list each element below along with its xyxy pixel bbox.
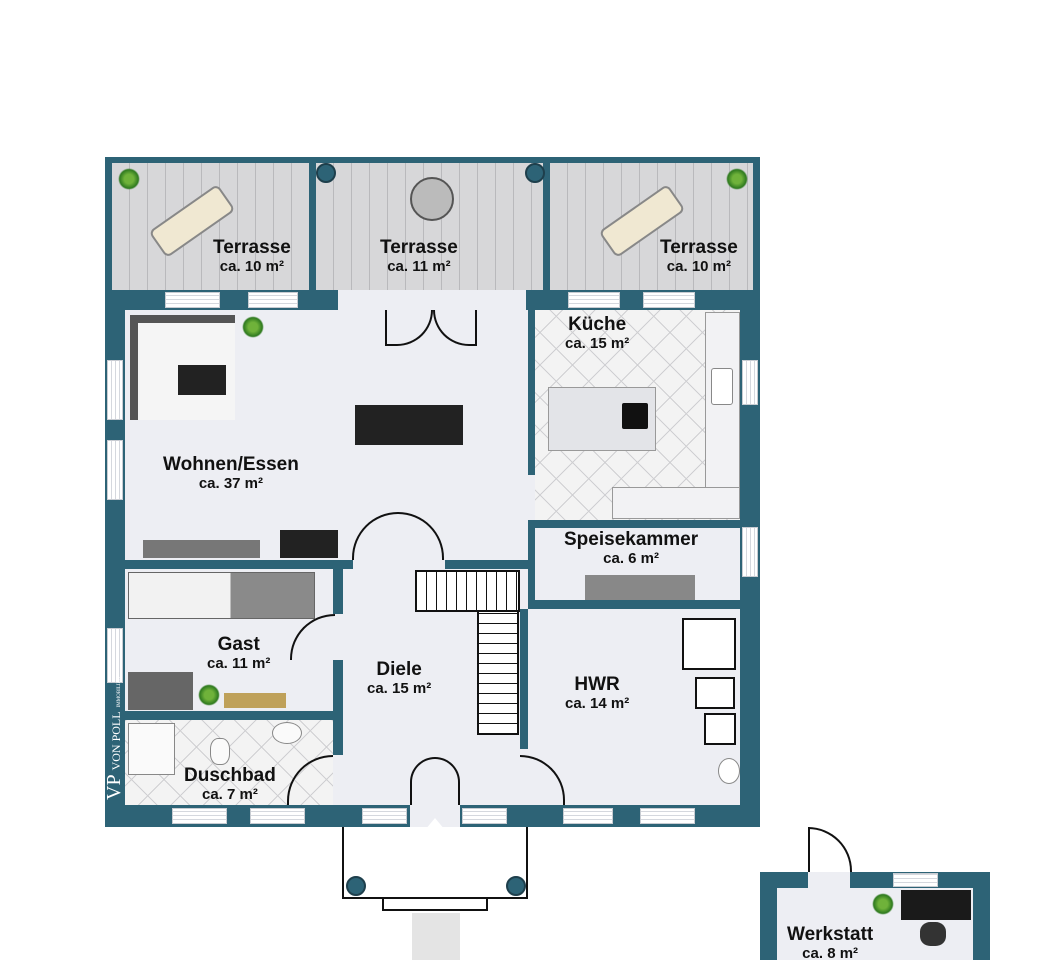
washbasin-icon [718, 758, 740, 784]
window [643, 292, 695, 308]
window [107, 628, 123, 683]
window [107, 360, 123, 420]
shower-icon [128, 723, 175, 775]
plant-icon [118, 168, 140, 190]
window [250, 808, 305, 824]
toilet-icon [210, 738, 230, 765]
sideboard [143, 540, 260, 558]
gast-right-wall [333, 569, 343, 614]
window [107, 440, 123, 500]
speisekammer-wall [543, 520, 740, 528]
plant-icon [726, 168, 748, 190]
washbasin-icon [272, 722, 302, 744]
wohnen-bottom-wall-right [445, 560, 528, 569]
terrace-door-opening [338, 290, 526, 310]
pillar [346, 876, 366, 896]
speisekammer-left-wall [528, 520, 535, 605]
plant-icon [872, 893, 894, 915]
plant-icon [242, 316, 264, 338]
pillar [316, 163, 336, 183]
duschbad-top-wall [125, 711, 343, 720]
dining-table-icon [355, 405, 463, 445]
wall-left [105, 290, 125, 827]
staircase [415, 570, 520, 735]
bistro-table-icon [410, 177, 454, 221]
appliance [695, 677, 735, 709]
bed-icon [128, 572, 315, 619]
gast-right-wall [333, 660, 343, 755]
appliance [704, 713, 736, 745]
hwr-top-wall [528, 600, 740, 609]
kitchen-wall [528, 310, 535, 475]
window [362, 808, 407, 824]
appliance [682, 618, 736, 670]
pillar [525, 163, 545, 183]
window [165, 292, 220, 308]
window [462, 808, 507, 824]
entrance-step [382, 897, 488, 911]
desk [128, 672, 193, 710]
cooktop-icon [622, 403, 648, 429]
window [172, 808, 227, 824]
kitchen-counter [612, 487, 740, 519]
coffee-table-icon [178, 365, 226, 395]
chair-icon [920, 922, 946, 946]
werkstatt-door-opening [808, 872, 850, 888]
path [412, 913, 460, 960]
window [563, 808, 613, 824]
shelf [585, 575, 695, 600]
door-arc [808, 827, 852, 872]
window [893, 873, 938, 887]
plant-icon [198, 684, 220, 706]
kitchen-counter [705, 312, 740, 519]
sink-icon [711, 368, 733, 405]
window [248, 292, 298, 308]
wohnen-bottom-wall [125, 560, 353, 569]
window [742, 360, 758, 405]
von-poll-logo: VP VON POLL IMMOBILIEN [103, 676, 125, 800]
pillar [506, 876, 526, 896]
entrance-opening [410, 805, 460, 827]
workbench [901, 890, 971, 920]
speisekammer-side-wall [528, 520, 543, 528]
porch [342, 827, 528, 899]
fireplace-icon [280, 530, 338, 558]
hwr-left-wall [520, 609, 528, 749]
shelf [224, 693, 286, 708]
window [742, 527, 758, 577]
window [640, 808, 695, 824]
window [568, 292, 620, 308]
entrance-door-arc [410, 757, 460, 805]
entrance-arrow-icon [425, 818, 445, 830]
